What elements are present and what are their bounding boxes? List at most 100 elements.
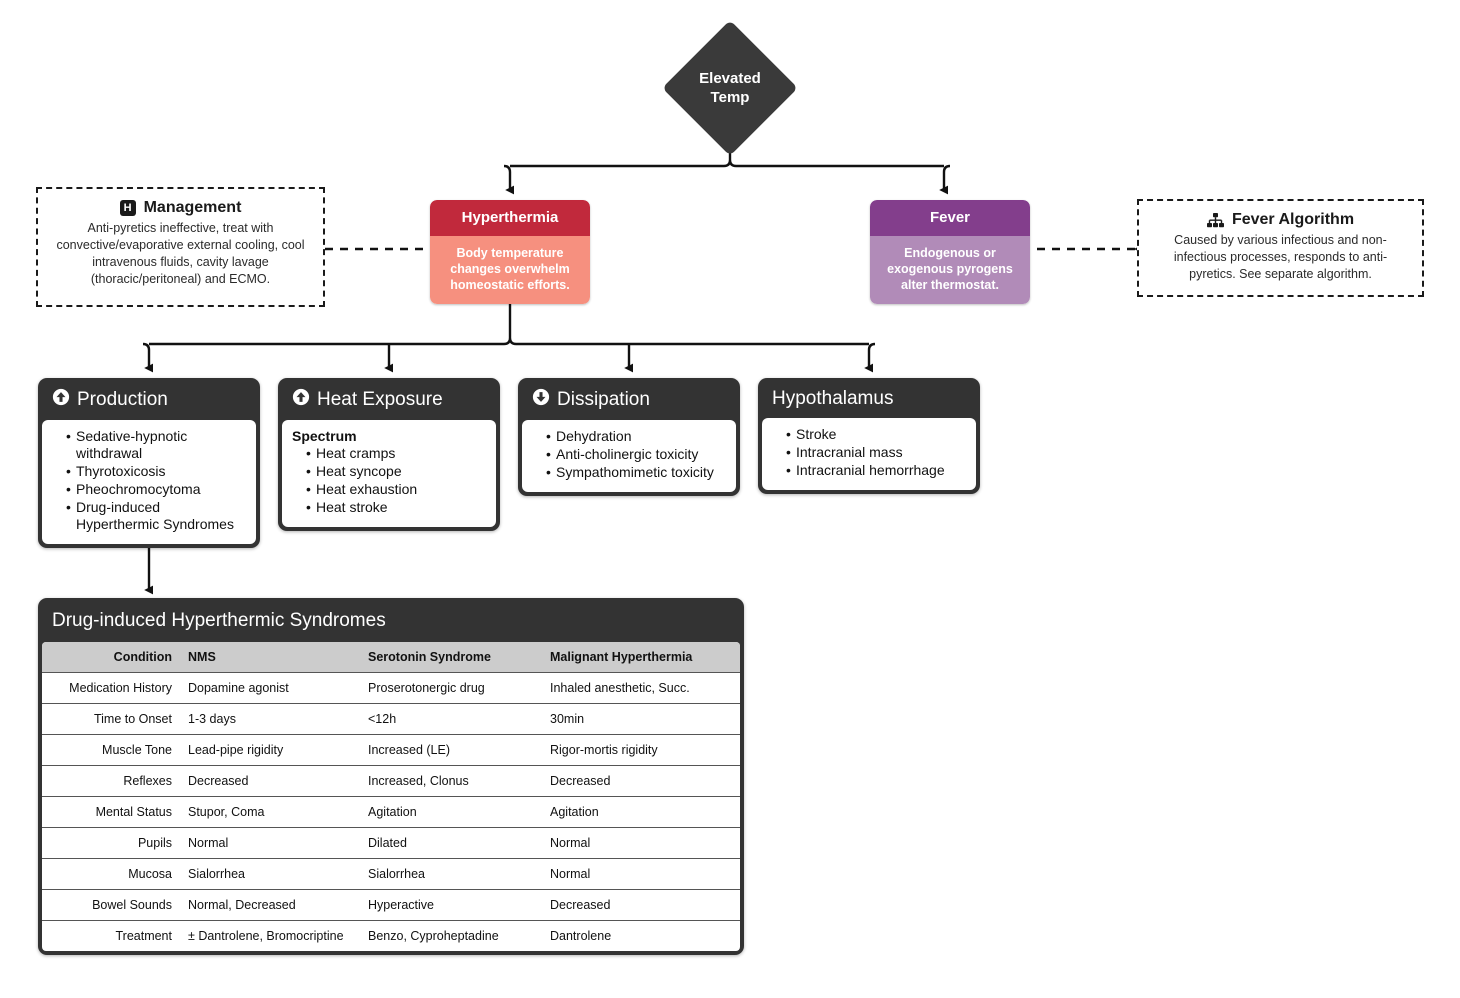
card-heat-exposure-body: Spectrum Heat cramps Heat syncope Heat e…	[282, 420, 496, 527]
row-label: Treatment	[115, 929, 172, 943]
cell-nms: Sialorrhea	[182, 858, 362, 890]
card-hypothalamus[interactable]: Hypothalamus Stroke Intracranial mass In…	[758, 378, 980, 494]
arrow-down-circle-icon	[532, 388, 550, 412]
list-item: Heat cramps	[306, 445, 486, 462]
cell-nms: Normal	[182, 827, 362, 859]
table-row: Mucosa Sialorrhea Sialorrhea Normal	[42, 858, 740, 890]
cell-malignant: Decreased	[544, 765, 740, 797]
card-heat-exposure-title: Heat Exposure	[317, 389, 443, 410]
table-row: Mental Status Stupor, Coma Agitation Agi…	[42, 796, 740, 828]
cell-malignant: Dantrolene	[550, 929, 612, 943]
table-body: Medication History Dopamine agonist Pros…	[42, 672, 740, 952]
node-fever[interactable]: Fever Endogenous or exogenous pyrogens a…	[870, 200, 1030, 304]
node-hyperthermia[interactable]: Hyperthermia Body temperature changes ov…	[430, 200, 590, 304]
column-header-malignant-hyperthermia: Malignant Hyperthermia	[544, 642, 740, 673]
card-dissipation-body: Dehydration Anti-cholinergic toxicity Sy…	[522, 420, 736, 492]
card-heat-exposure[interactable]: Heat Exposure Spectrum Heat cramps Heat …	[278, 378, 500, 531]
cell-nms: Lead-pipe rigidity	[182, 734, 362, 766]
table-panel-title: Drug-induced Hyperthermic Syndromes	[52, 610, 386, 631]
list-item: Sympathomimetic toxicity	[546, 464, 726, 481]
cell-serotonin: Increased (LE)	[362, 734, 544, 766]
cell-nms: ± Dantrolene, Bromocriptine	[188, 929, 344, 943]
cell-serotonin: Benzo, Cyproheptadine	[368, 929, 499, 943]
list-item: Heat syncope	[306, 463, 486, 480]
card-production-title: Production	[77, 389, 168, 410]
list-item: Sedative-hypnotic withdrawal	[66, 428, 246, 462]
cell-nms: Decreased	[182, 765, 362, 797]
card-heat-exposure-list: Heat cramps Heat syncope Heat exhaustion…	[292, 445, 486, 516]
fever-description: Endogenous or exogenous pyrogens alter t…	[870, 236, 1030, 304]
row-label: Time to Onset	[42, 703, 182, 735]
table-row: Treatment ± Dantrolene, Bromocriptine Be…	[42, 921, 740, 952]
cell-serotonin: Hyperactive	[362, 889, 544, 921]
table-row: Pupils Normal Dilated Normal	[42, 827, 740, 859]
connector-hyperthermia-split	[142, 302, 876, 373]
card-dissipation[interactable]: Dissipation Dehydration Anti-cholinergic…	[518, 378, 740, 496]
cell-serotonin: Dilated	[362, 827, 544, 859]
table-row: Reflexes Decreased Increased, Clonus Dec…	[42, 765, 740, 797]
cell-malignant: Inhaled anesthetic, Succ.	[544, 672, 740, 704]
cell-serotonin: Sialorrhea	[362, 858, 544, 890]
note-fever-algorithm-title: Fever Algorithm	[1231, 211, 1355, 228]
cell-nms: 1-3 days	[182, 703, 362, 735]
cell-malignant: Normal	[544, 827, 740, 859]
card-heat-exposure-head: Heat Exposure	[282, 382, 496, 420]
card-dissipation-title: Dissipation	[557, 389, 650, 410]
list-item: Intracranial hemorrhage	[786, 462, 966, 479]
list-item: Pheochromocytoma	[66, 481, 246, 498]
cell-malignant: Normal	[544, 858, 740, 890]
arrow-up-circle-icon	[292, 388, 310, 412]
hyperthermia-description: Body temperature changes overwhelm homeo…	[430, 236, 590, 304]
table-row: Bowel Sounds Normal, Decreased Hyperacti…	[42, 889, 740, 921]
table-header-row: Condition NMS Serotonin Syndrome Maligna…	[42, 642, 740, 673]
hyperthermia-title: Hyperthermia	[430, 200, 590, 236]
cell-serotonin: Increased, Clonus	[362, 765, 544, 797]
card-production-list: Sedative-hypnotic withdrawal Thyrotoxico…	[52, 428, 246, 533]
sitemap-icon	[1206, 212, 1224, 228]
cell-serotonin: Agitation	[362, 796, 544, 828]
cell-malignant: 30min	[544, 703, 740, 735]
arrow-up-circle-icon	[52, 388, 70, 412]
card-hypothalamus-head: Hypothalamus	[762, 382, 976, 418]
cell-malignant: Decreased	[544, 889, 740, 921]
card-production-body: Sedative-hypnotic withdrawal Thyrotoxico…	[42, 420, 256, 544]
note-management[interactable]: H Management Anti-pyretics ineffective, …	[36, 187, 325, 307]
table-row: Muscle Tone Lead-pipe rigidity Increased…	[42, 734, 740, 766]
list-item: Drug-induced Hyperthermic Syndromes	[66, 499, 246, 533]
row-label: Mental Status	[42, 796, 182, 828]
fever-title: Fever	[870, 200, 1030, 236]
row-label: Muscle Tone	[42, 734, 182, 766]
table-row: Time to Onset 1-3 days <12h 30min	[42, 703, 740, 735]
card-hypothalamus-body: Stroke Intracranial mass Intracranial he…	[762, 418, 976, 490]
table-row: Medication History Dopamine agonist Pros…	[42, 672, 740, 704]
card-dissipation-list: Dehydration Anti-cholinergic toxicity Sy…	[532, 428, 726, 481]
note-fever-algorithm[interactable]: Fever Algorithm Caused by various infect…	[1137, 199, 1424, 297]
row-label: Reflexes	[42, 765, 182, 797]
cell-malignant: Rigor-mortis rigidity	[544, 734, 740, 766]
cell-serotonin: <12h	[362, 703, 544, 735]
syndromes-table: Condition NMS Serotonin Syndrome Maligna…	[42, 642, 740, 951]
panel-drug-induced-hyperthermic-syndromes[interactable]: Drug-induced Hyperthermic Syndromes Cond…	[38, 598, 744, 955]
column-header-nms: NMS	[182, 642, 362, 673]
note-management-title-row: H Management	[50, 199, 311, 217]
list-item: Dehydration	[546, 428, 726, 445]
cell-nms: Stupor, Coma	[182, 796, 362, 828]
list-item: Anti-cholinergic toxicity	[546, 446, 726, 463]
column-header-serotonin-syndrome: Serotonin Syndrome	[362, 642, 544, 673]
row-label: Mucosa	[42, 858, 182, 890]
card-production[interactable]: Production Sedative-hypnotic withdrawal …	[38, 378, 260, 548]
diamond-label: Elevated Temp	[665, 40, 795, 136]
note-management-title: Management	[143, 199, 242, 216]
note-fever-algorithm-text: Caused by various infectious and non-inf…	[1173, 233, 1388, 281]
note-fever-algorithm-title-row: Fever Algorithm	[1151, 211, 1410, 229]
cell-nms: Dopamine agonist	[182, 672, 362, 704]
list-item: Stroke	[786, 426, 966, 443]
cell-serotonin: Proserotonergic drug	[362, 672, 544, 704]
card-heat-exposure-subheading: Spectrum	[292, 428, 357, 444]
cell-nms: Normal, Decreased	[182, 889, 362, 921]
node-elevated-temp[interactable]: Elevated Temp	[662, 20, 798, 156]
table-head: Condition NMS Serotonin Syndrome Maligna…	[42, 642, 740, 673]
diamond-label-line2: Temp	[710, 89, 750, 106]
cell-malignant: Agitation	[544, 796, 740, 828]
card-hypothalamus-title: Hypothalamus	[772, 388, 894, 409]
